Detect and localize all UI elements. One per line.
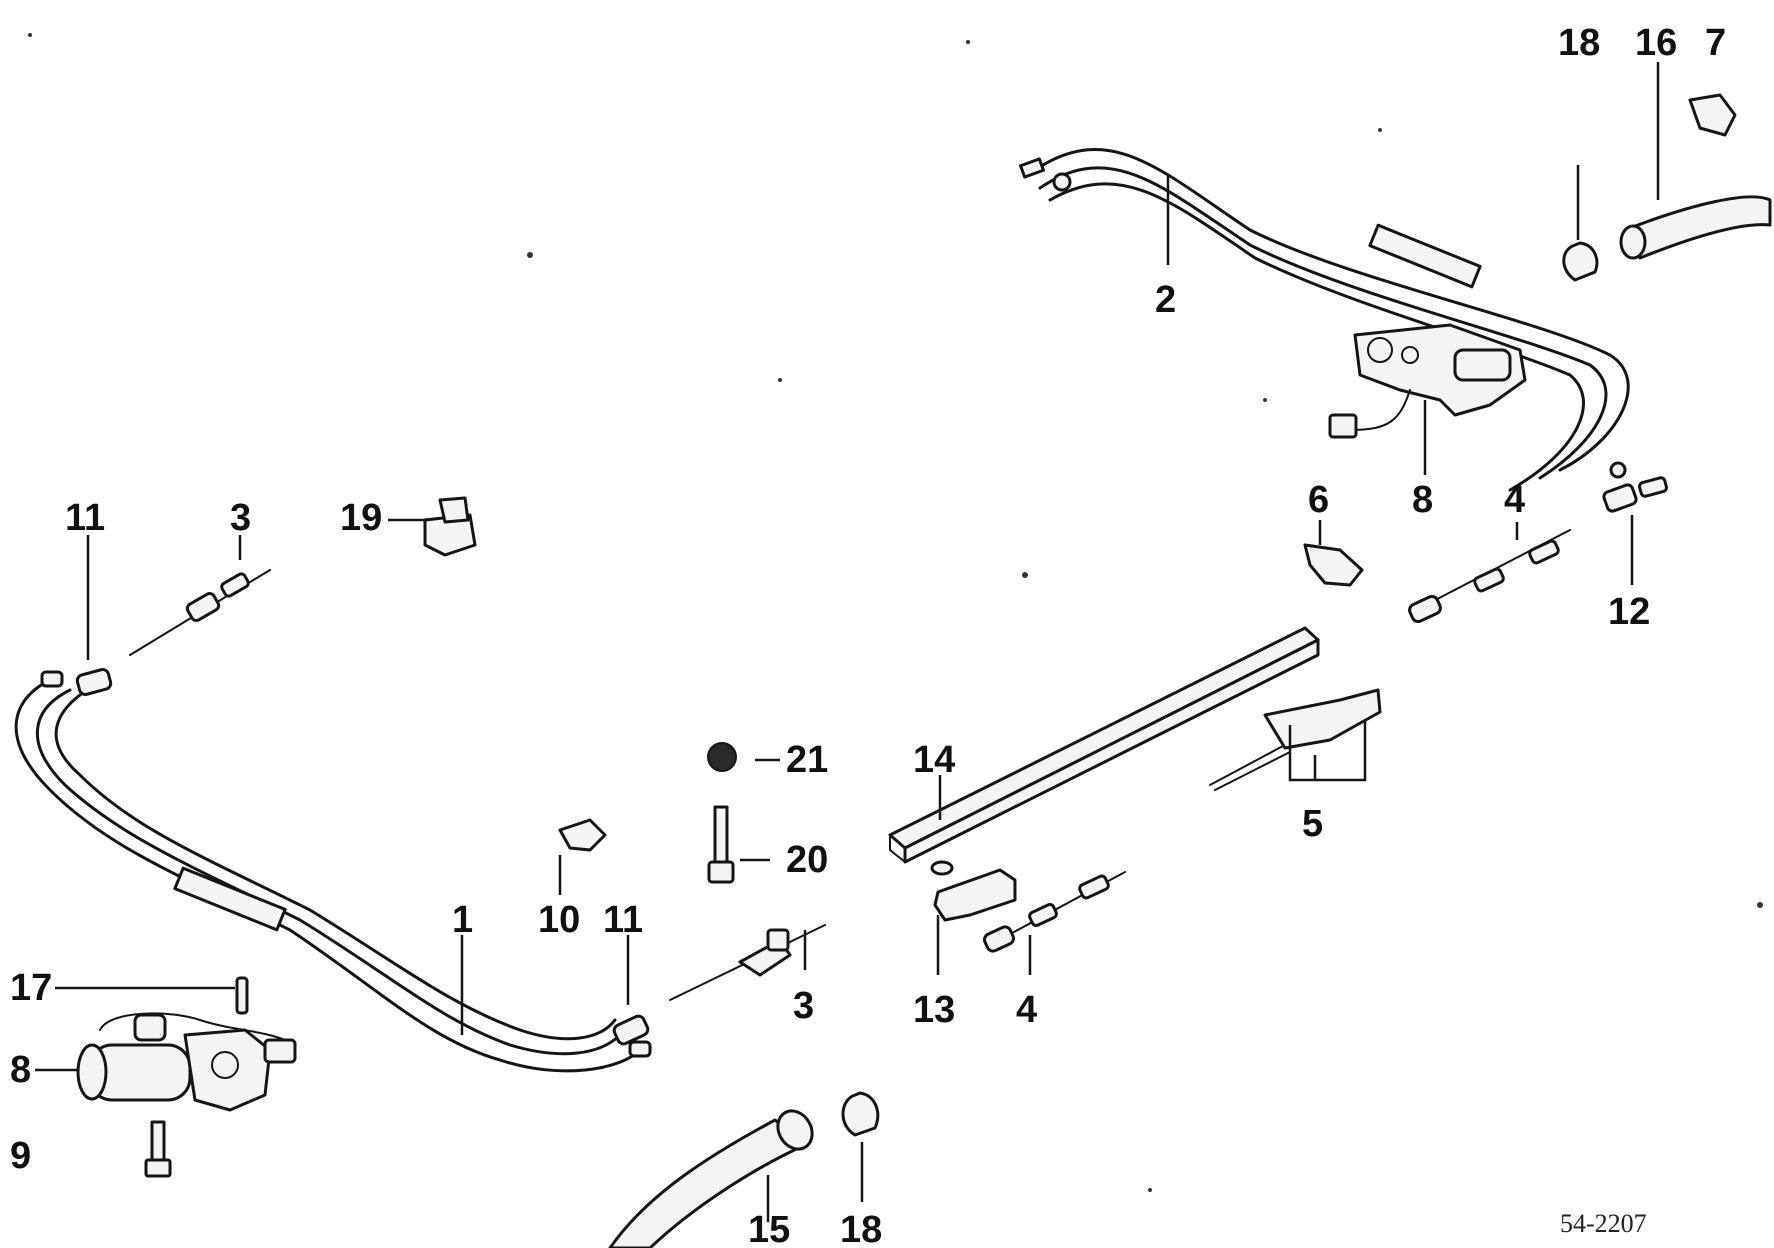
nut-21 [707, 742, 737, 772]
callout-21: 21 [786, 739, 828, 781]
hose-15 [608, 1109, 814, 1248]
callout-15: 15 [748, 1209, 790, 1248]
cable-assembly-2 [1019, 148, 1668, 498]
callout-1: 1 [452, 899, 473, 941]
callout-20: 20 [786, 839, 828, 881]
screw-17 [235, 976, 249, 1015]
scan-specks [28, 33, 1763, 1192]
bracket-19 [423, 496, 477, 557]
callout-8-lower: 8 [10, 1049, 31, 1091]
callout-14: 14 [913, 739, 955, 781]
callout-6: 6 [1308, 479, 1329, 521]
callout-2: 2 [1155, 279, 1176, 321]
callout-3-left: 3 [230, 497, 251, 539]
cable-assembly-1 [14, 670, 652, 1073]
callout-11-left: 11 [65, 497, 105, 539]
leader-lines [35, 62, 1660, 1222]
pin-20 [707, 805, 735, 884]
connector-12 [1602, 483, 1638, 513]
bracket-10 [558, 818, 607, 852]
callout-11-lower: 11 [603, 899, 643, 941]
callout-18-bottom: 18 [840, 1209, 882, 1248]
cable-end-3-left [129, 569, 271, 656]
tube-16 [1619, 195, 1772, 260]
callout-7: 7 [1705, 22, 1726, 64]
catalog-number: 54-2207 [1560, 1209, 1647, 1238]
callout-4-lower: 4 [1016, 989, 1037, 1031]
connector-11-lower [612, 1014, 650, 1046]
callout-9: 9 [10, 1135, 31, 1177]
callout-12: 12 [1608, 591, 1650, 633]
callout-16: 16 [1635, 22, 1677, 64]
slider-13 [933, 868, 1017, 922]
bracket-6 [1303, 543, 1364, 587]
bracket-7 [1688, 93, 1737, 137]
motor-assembly-8-upper [1328, 323, 1527, 439]
connector-11-left [75, 668, 113, 696]
callout-4-upper: 4 [1504, 479, 1525, 521]
callout-10: 10 [538, 899, 580, 941]
callout-3-lower: 3 [793, 985, 814, 1027]
bolt-9 [144, 1120, 172, 1178]
slider-5 [1209, 688, 1382, 791]
clip-18-lower [841, 1091, 880, 1137]
callout-19: 19 [340, 497, 382, 539]
cable-end-4-upper [1408, 529, 1571, 624]
callout-8-upper: 8 [1412, 479, 1433, 521]
cable-end-4-lower [982, 871, 1126, 953]
clip-18-upper [1562, 241, 1599, 282]
callout-13: 13 [913, 989, 955, 1031]
motor-assembly-8-lower [76, 1012, 297, 1112]
callout-18-top: 18 [1558, 22, 1600, 64]
cable-end-3-lower [669, 924, 826, 1001]
callout-5: 5 [1302, 803, 1323, 845]
callout-labels: 18 16 7 2 8 6 4 12 5 14 13 4 3 11 10 1 2… [10, 22, 1726, 1248]
callout-17: 17 [10, 967, 52, 1009]
guide-rail-14 [888, 626, 1320, 876]
